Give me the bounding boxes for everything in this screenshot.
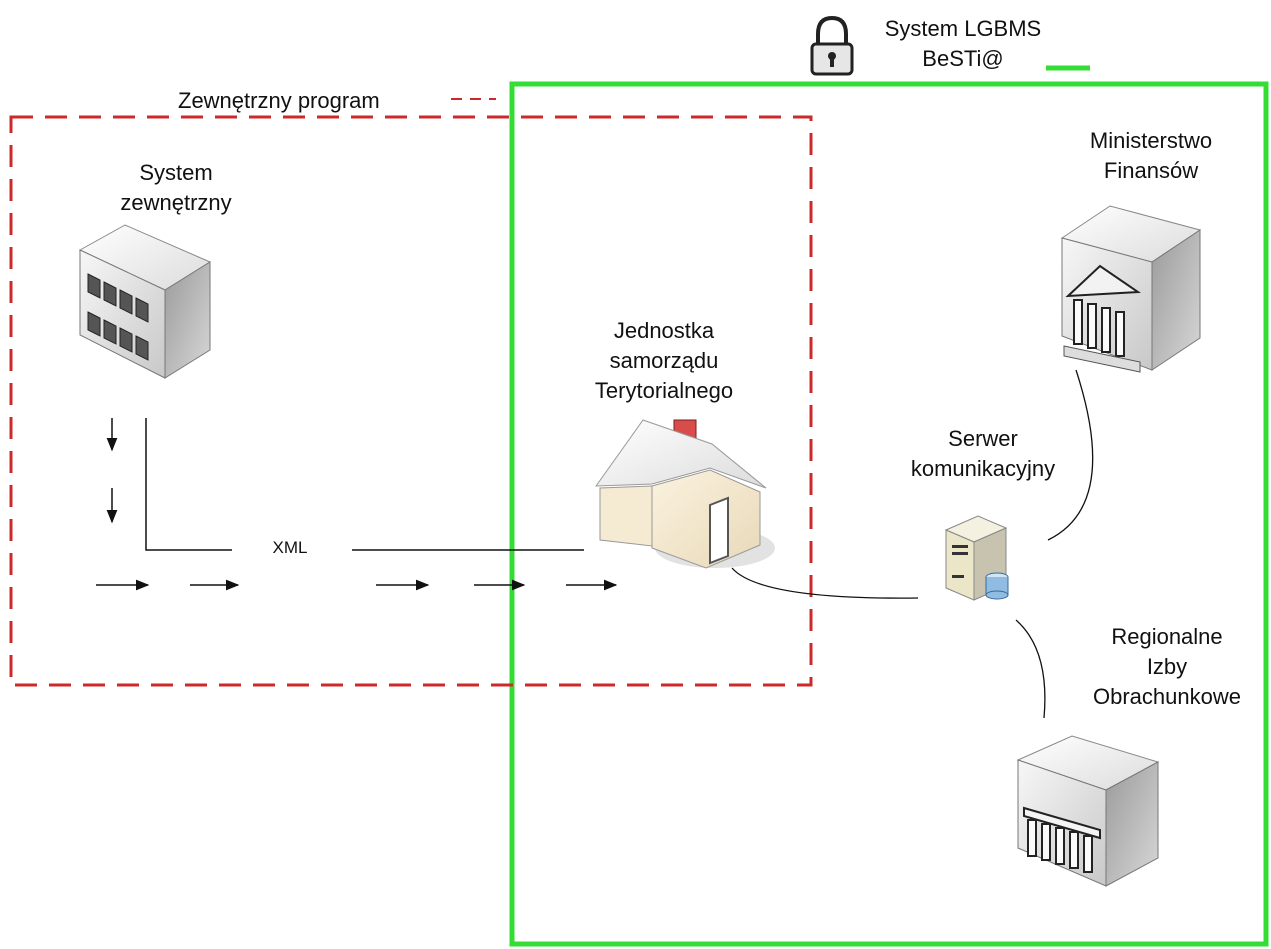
regional-label: Regionalne Izby Obrachunkowe bbox=[1093, 624, 1241, 709]
external-system-label: System zewnętrzny bbox=[120, 160, 232, 215]
server-label: Serwer komunikacyjny bbox=[910, 426, 1056, 481]
legend-system-label: System LGBMS BeSTi@ bbox=[858, 14, 1068, 74]
server-icon bbox=[944, 515, 1009, 601]
system-boundary bbox=[509, 81, 1269, 947]
lock-icon bbox=[810, 15, 854, 76]
external-program-boundary bbox=[9, 115, 813, 687]
house-icon bbox=[595, 419, 775, 569]
ministry-label: Ministerstwo Finansów bbox=[1089, 128, 1213, 183]
xml-flow bbox=[145, 418, 584, 551]
legend-external-program-label: Zewnętrzny program bbox=[178, 88, 380, 113]
local-unit-label: Jednostka samorządu Terytorialnego bbox=[594, 318, 734, 403]
legend-system-line1: System LGBMS bbox=[884, 16, 1042, 41]
flow-arrows bbox=[96, 418, 618, 591]
ministry-building-icon bbox=[1060, 205, 1202, 373]
office-building-icon bbox=[78, 224, 212, 379]
legend-system-line2: BeSTi@ bbox=[922, 46, 1004, 71]
regional-building-icon bbox=[1016, 735, 1160, 887]
xml-label: XML bbox=[272, 538, 308, 557]
network-links bbox=[731, 369, 1094, 719]
